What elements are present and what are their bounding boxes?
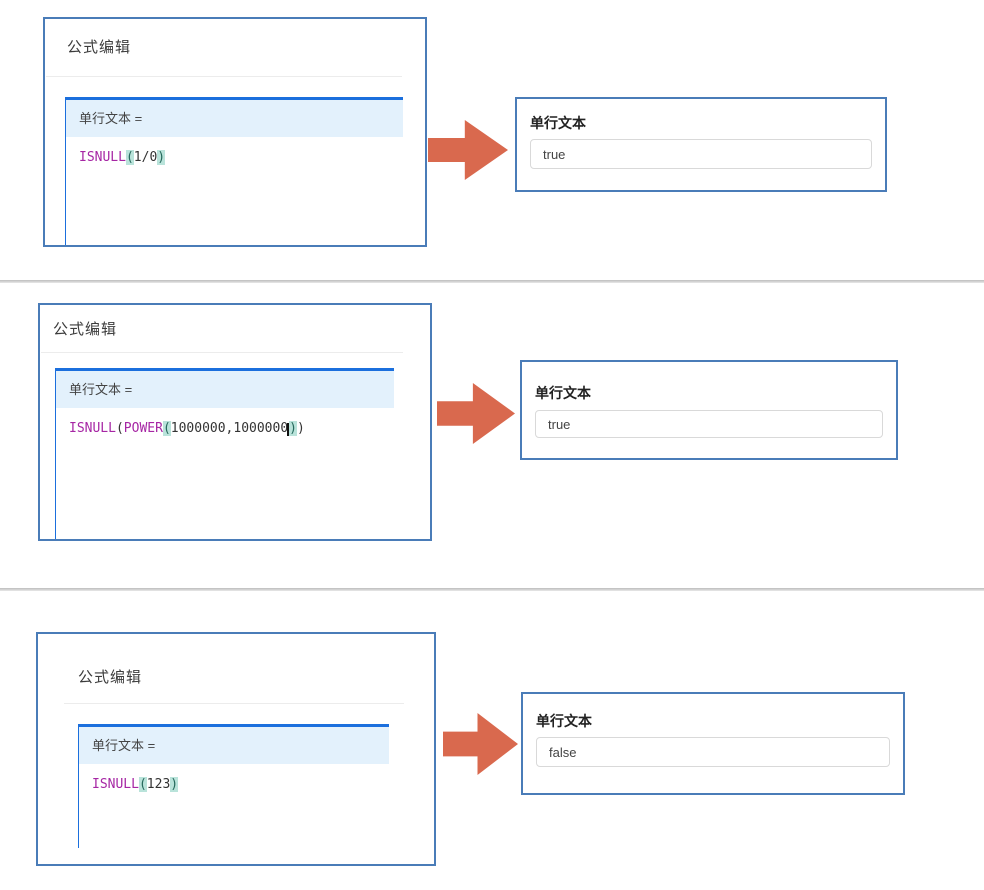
- formula-editor: 单行文本 = ISNULL(123): [78, 724, 389, 848]
- title-divider: [41, 352, 403, 353]
- formula-code-input[interactable]: ISNULL(POWER(1000000,1000000)): [56, 408, 394, 436]
- formula-token-fn: ISNULL: [92, 777, 139, 792]
- formula-token-plain: (: [115, 421, 124, 436]
- formula-token-fn: POWER: [123, 421, 163, 436]
- result-panel: 单行文本: [520, 360, 898, 460]
- panel-title: 公式编辑: [53, 321, 118, 338]
- formula-token-paren-hl: ): [157, 150, 166, 165]
- right-arrow-icon: [443, 713, 518, 775]
- result-value-input[interactable]: [535, 410, 883, 438]
- formula-edit-panel: 公式编辑 单行文本 = ISNULL(1/0): [43, 17, 427, 247]
- formula-editor: 单行文本 = ISNULL(POWER(1000000,1000000)): [55, 368, 394, 539]
- formula-token-plain: 123: [146, 777, 171, 792]
- panel-title: 公式编辑: [67, 39, 132, 56]
- formula-edit-panel: 公式编辑 单行文本 = ISNULL(123): [36, 632, 436, 866]
- formula-token-paren-hl: ): [289, 421, 297, 436]
- formula-token-cursor: [287, 423, 290, 436]
- result-field-label: 单行文本: [535, 385, 591, 401]
- formula-target-field: 单行文本 =: [66, 100, 403, 137]
- panel-title: 公式编辑: [78, 669, 143, 686]
- formula-token-fn: ISNULL: [79, 150, 126, 165]
- formula-token-fn: ISNULL: [69, 421, 116, 436]
- section-divider: [0, 588, 984, 591]
- section-divider: [0, 280, 984, 283]
- result-panel: 单行文本: [521, 692, 905, 795]
- right-arrow-icon: [437, 383, 515, 444]
- formula-token-plain: ): [297, 421, 305, 436]
- formula-code-input[interactable]: ISNULL(123): [79, 764, 389, 792]
- formula-editor: 单行文本 = ISNULL(1/0): [65, 97, 403, 245]
- formula-token-paren-hl: (: [162, 421, 171, 436]
- formula-edit-panel: 公式编辑 单行文本 = ISNULL(POWER(1000000,1000000…: [38, 303, 432, 541]
- formula-target-field: 单行文本 =: [79, 727, 389, 764]
- result-field-label: 单行文本: [536, 713, 592, 729]
- formula-token-paren-hl: (: [138, 777, 147, 792]
- formula-token-plain: 1000000,1000000: [170, 421, 289, 436]
- result-panel: 单行文本: [515, 97, 887, 192]
- result-field-label: 单行文本: [530, 115, 586, 131]
- title-divider: [46, 76, 402, 77]
- result-value-input[interactable]: [536, 737, 890, 767]
- formula-token-paren-hl: ): [170, 777, 179, 792]
- formula-token-paren-hl: (: [125, 150, 134, 165]
- formula-token-plain: 1/0: [133, 150, 158, 165]
- formula-code-input[interactable]: ISNULL(1/0): [66, 137, 403, 165]
- title-divider: [64, 703, 404, 704]
- formula-target-field: 单行文本 =: [56, 371, 394, 408]
- result-value-input[interactable]: [530, 139, 872, 169]
- right-arrow-icon: [428, 120, 508, 180]
